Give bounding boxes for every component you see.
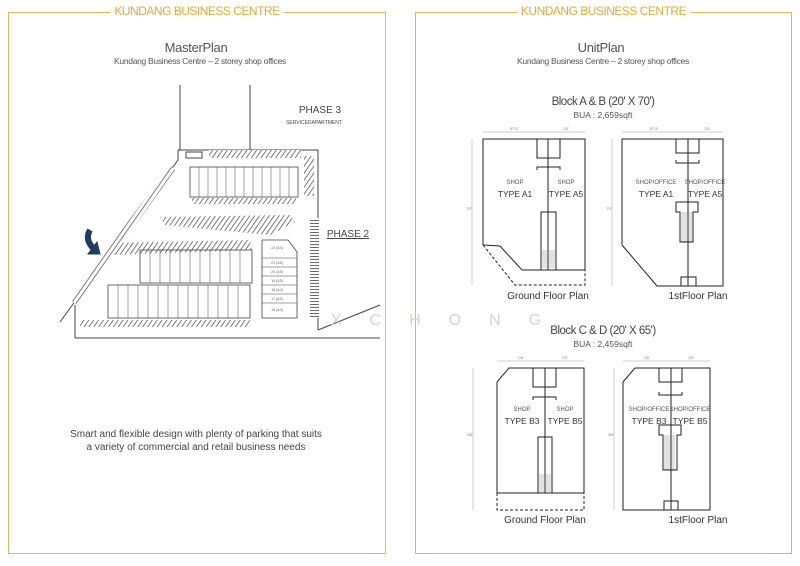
unit-label: 17 (A5) — [271, 297, 283, 301]
floor-plan-caption: 1stFloor Plan — [668, 515, 728, 526]
description-line: Smart and flexible design with plenty of… — [70, 429, 322, 440]
watermark: XCHONG — [330, 312, 570, 329]
masterplan-drawing — [59, 85, 381, 339]
dimension: 70' — [606, 206, 612, 211]
type-label: TYPE B5 — [672, 416, 708, 426]
shop-label: SHOP — [513, 407, 531, 413]
type-label: TYPE A5 — [687, 189, 723, 199]
unit-label: 16 (A3) — [271, 308, 283, 312]
dimension: 20' — [688, 355, 694, 360]
masterplan-description: Smart and flexible design with plenty of… — [70, 428, 322, 454]
dimension: 37.5' — [509, 126, 519, 131]
phase2-label: PHASE 2 — [326, 229, 370, 240]
masterplan-panel: KUNDANG BUSINESS CENTRE — [8, 4, 386, 554]
unitplan-panel: KUNDANG BUSINESS CENTRE — [415, 4, 792, 554]
panel-header: KUNDANG BUSINESS CENTRE — [110, 4, 284, 18]
type-label: TYPE B5 — [547, 416, 583, 426]
dimension: 65' — [608, 432, 614, 437]
unitplan-title: UnitPlan — [577, 40, 625, 55]
block-cd-ground-plan — [472, 360, 585, 511]
unit-label: 21 (A5) — [271, 261, 283, 265]
block-cd-bua: BUA : 2,459sqft — [573, 339, 633, 349]
shop-label: SHOP/OFFICE — [635, 180, 677, 186]
unitplan-subtitle: Kundang Business Centre – 2 storey shop … — [517, 56, 689, 66]
block-ab-ground-plan — [471, 131, 586, 286]
dimension: 70' — [466, 206, 472, 211]
dimension: 20' — [704, 126, 710, 131]
block-ab-title: Block A & B (20' X 70') — [551, 96, 655, 108]
dimension: 20' — [563, 126, 569, 131]
block-cd-title: Block C & D (20' X 65') — [550, 325, 656, 337]
shop-label: SHOP — [557, 180, 575, 186]
masterplan-title: MasterPlan — [164, 40, 228, 55]
type-label: TYPE A1 — [497, 189, 533, 199]
shop-label: SHOP/OFFICE — [628, 407, 670, 413]
type-label: TYPE A5 — [548, 189, 584, 199]
unit-label: 18 (A4) — [271, 288, 283, 292]
shop-label: SHOP/OFFICE — [684, 180, 726, 186]
type-label: TYPE A1 — [638, 189, 674, 199]
unit-label: 19 (A5) — [271, 279, 283, 283]
floor-plan-caption: Ground Floor Plan — [504, 515, 586, 526]
description-line: a variety of commercial and retail busin… — [86, 442, 306, 453]
dimension: 25' — [518, 355, 524, 360]
dimension: 25' — [644, 355, 650, 360]
panel-header: KUNDANG BUSINESS CENTRE — [516, 4, 691, 18]
type-label: TYPE B3 — [504, 416, 540, 426]
shop-label: SHOP — [556, 407, 574, 413]
dimension: 37.5' — [649, 126, 659, 131]
block-ab-bua: BUA : 2,659sqft — [573, 110, 633, 120]
block-cd-first-plan — [613, 360, 711, 511]
phase3-label: PHASE 3 — [298, 105, 342, 116]
dimension: 20' — [562, 355, 568, 360]
type-label: TYPE B3 — [631, 416, 667, 426]
masterplan-subtitle: Kundang Business Centre – 2 storey shop … — [114, 56, 286, 66]
block-ab-first-plan — [611, 131, 724, 287]
shop-label: SHOP/OFFICE — [669, 407, 711, 413]
floor-plan-caption: 1stFloor Plan — [668, 291, 728, 302]
dimension: 65' — [467, 432, 473, 437]
shop-label: SHOP — [506, 180, 524, 186]
unit-label: 22 (A4) — [271, 246, 283, 250]
floor-plan-caption: Ground Floor Plan — [507, 291, 589, 302]
phase3-sub: SERVICEDAPARTMENT — [286, 120, 342, 126]
unit-label: 20 (A5) — [271, 270, 283, 274]
